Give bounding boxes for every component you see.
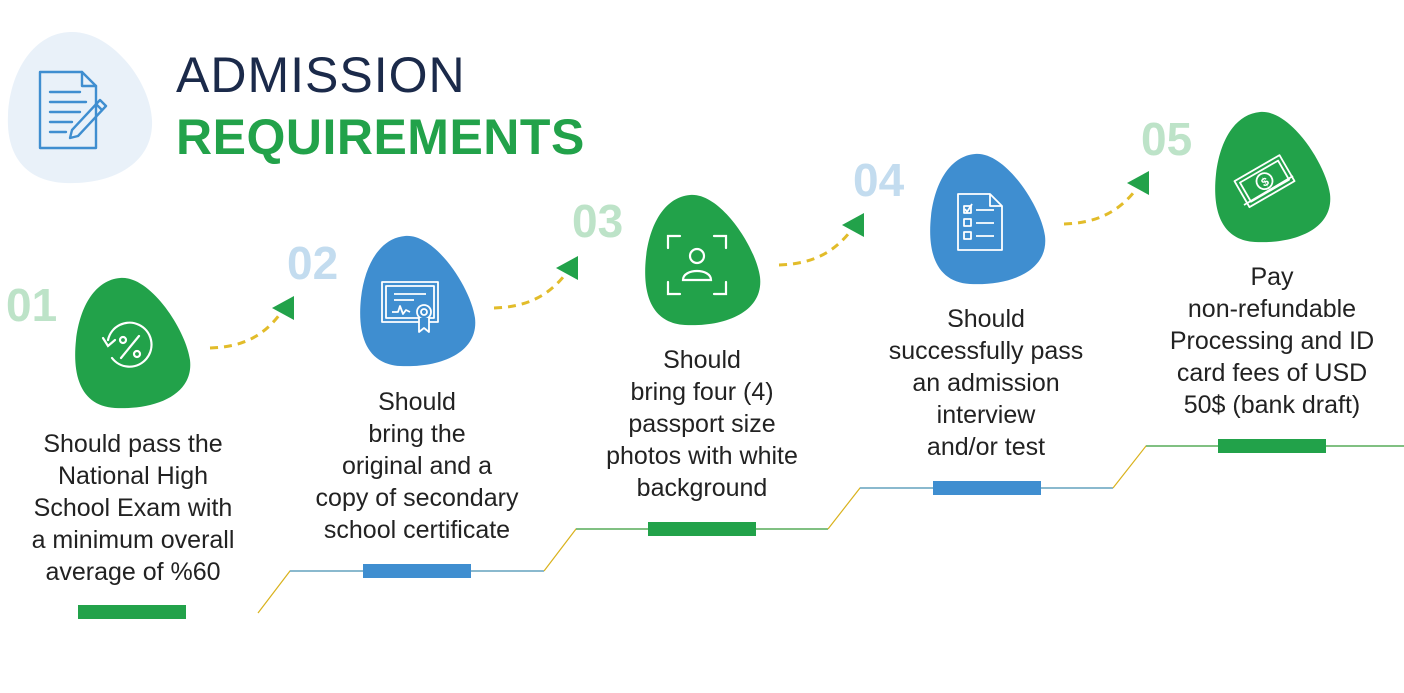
passport-photo-icon [666, 234, 728, 296]
step-1-line: Should pass the [43, 430, 223, 458]
certificate-icon [381, 281, 439, 333]
step-1-line: National High [57, 462, 209, 490]
step-4-line: an admission [912, 369, 1060, 397]
step-5-line: non-refundable [1187, 295, 1357, 323]
step-4-description: Should successfully pass an admission in… [856, 303, 1116, 463]
step-3-number: 03 [572, 195, 624, 247]
step-3-line: passport size [628, 410, 776, 438]
step-5-bar [1218, 439, 1326, 453]
step-4-line: and/or test [926, 433, 1046, 461]
step-2-line: Should [378, 388, 456, 416]
arrow-4-5 [1063, 171, 1149, 226]
step-3-line: background [636, 474, 768, 502]
title-admission: ADMISSION [176, 47, 466, 103]
step-3-description: Should bring four (4) passport size phot… [572, 344, 832, 504]
step-1-line: average of %60 [45, 558, 221, 586]
step-5-blob [1215, 111, 1331, 243]
arrow-3-4 [778, 213, 864, 267]
arrow-2-3 [493, 256, 578, 310]
title-requirements: REQUIREMENTS [176, 109, 585, 165]
step-4-line: successfully pass [888, 337, 1084, 365]
step-1-number: 01 [6, 279, 58, 331]
step-1-bar [78, 605, 186, 619]
step-3-line: photos with white [606, 442, 798, 470]
step-5-description: Pay non-refundable Processing and ID car… [1140, 261, 1404, 421]
step-5-line: card fees of USD [1176, 359, 1368, 387]
step-2-line: original and a [341, 452, 493, 480]
step-2-line: school certificate [323, 516, 511, 544]
step-1-line: a minimum overall [31, 526, 235, 554]
header-blob [7, 31, 153, 184]
step-2-bar [363, 564, 471, 578]
step-4-line: interview [936, 401, 1036, 429]
step-3-line: Should [663, 346, 741, 374]
step-5-line: 50$ (bank draft) [1183, 391, 1361, 419]
checklist-document-icon [957, 193, 1003, 251]
step-1-line: School Exam with [33, 494, 233, 522]
percent-cycle-icon [101, 321, 153, 368]
step-5-line: Processing and ID [1169, 327, 1375, 355]
step-2-description: Should bring the original and a copy of … [287, 386, 547, 546]
step-2-line: copy of secondary [315, 484, 519, 512]
step-4-number: 04 [853, 154, 905, 206]
step-1-description: Should pass the National High School Exa… [0, 428, 266, 588]
step-4-bar [933, 481, 1041, 495]
step-2-line: bring the [368, 420, 466, 448]
step-5-number: 05 [1141, 113, 1193, 165]
step-2-number: 02 [287, 237, 339, 289]
step-2-blob [360, 235, 476, 367]
step-5-line: Pay [1250, 263, 1294, 291]
arrow-1-2 [209, 296, 294, 350]
step-4-line: Should [947, 305, 1025, 333]
step-3-bar [648, 522, 756, 536]
document-pen-icon [38, 70, 108, 150]
step-4-blob [930, 153, 1046, 285]
step-3-line: bring four (4) [630, 378, 774, 406]
